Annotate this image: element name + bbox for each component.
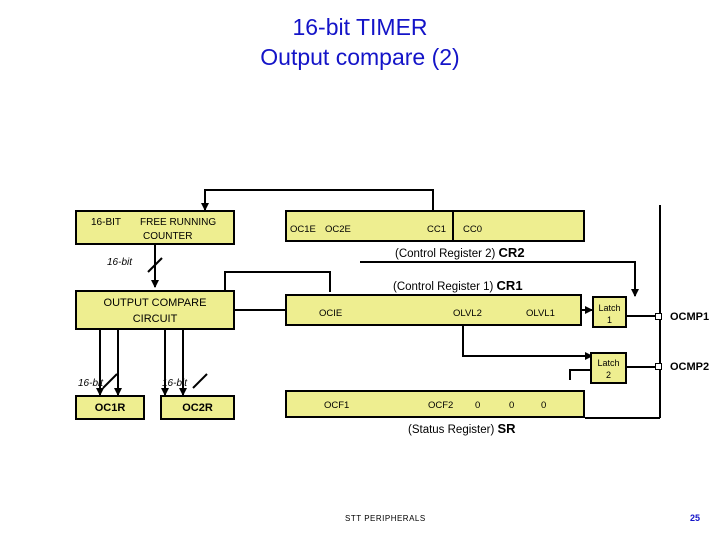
- cr2-bit-cc0: CC0: [463, 224, 483, 235]
- oc1r-register-box: OC1R: [75, 395, 145, 420]
- olvl2-to-latch2-wire: [462, 325, 593, 360]
- bus-label-right: 16-bit: [162, 378, 188, 389]
- cr1-label: (Control Register 1) CR1: [393, 278, 523, 293]
- sr-label-text: (Status Register): [408, 424, 495, 436]
- cr2-bit-oc1e: OC1E: [290, 224, 316, 235]
- sr-bit-4: 0: [509, 400, 515, 411]
- compare-line-2: CIRCUIT: [132, 313, 178, 325]
- ocmp2-pin-label: OCMP2: [670, 361, 710, 373]
- latch-1-line-1: Latch: [598, 303, 621, 313]
- compare-line-1: OUTPUT COMPARE: [103, 297, 207, 309]
- sr-label: (Status Register) SR: [408, 421, 516, 436]
- latch-1-line-2: 1: [606, 315, 612, 325]
- cr2-label-text: (Control Register 2): [395, 248, 496, 260]
- cr1-label-text: (Control Register 1): [393, 281, 494, 293]
- title-line-1: 16-bit TIMER: [292, 14, 428, 40]
- cr2-bit-cc1: CC1: [427, 224, 447, 235]
- title-line-2: Output compare (2): [260, 44, 460, 70]
- cr2-bit-oc2e: OC2E: [325, 224, 351, 235]
- cr2-abbr: CR2: [498, 245, 525, 260]
- status-register-box: OCF1 OCF2 0 0 0: [285, 390, 585, 418]
- sr-bit-ocf1: OCF1: [324, 400, 350, 411]
- cr2-bit-divider: [452, 212, 454, 240]
- bus-slash-top: [147, 257, 163, 273]
- ocmp2-pin-terminal: [655, 363, 662, 370]
- control-register-1-box: OCIE OLVL2 OLVL1: [285, 294, 582, 326]
- oc2r-register-box: OC2R: [160, 395, 235, 420]
- output-compare-circuit-box: OUTPUT COMPARE CIRCUIT: [75, 290, 235, 330]
- cr2-label: (Control Register 2) CR2: [395, 245, 525, 260]
- control-register-2-box: OC1E OC2E CC1 CC0: [285, 210, 585, 242]
- cr1-abbr: CR1: [496, 278, 523, 293]
- bus-label-left: 16-bit: [78, 378, 104, 389]
- cr2-rail-wire: [360, 261, 639, 297]
- bus-slash-left: [102, 373, 118, 389]
- bus-slash-right: [192, 373, 208, 389]
- latch-1-box: Latch 1: [592, 296, 627, 328]
- bus-label-top: 16-bit: [107, 257, 133, 268]
- cr1-bit-olvl2: OLVL2: [453, 308, 482, 319]
- free-running-counter-box: 16-BIT FREE RUNNING COUNTER: [75, 210, 235, 245]
- counter-width-label: 16-BIT: [91, 217, 122, 228]
- cr1-loop-wire: [224, 271, 331, 292]
- footer-text: STT PERIPHERALS: [345, 514, 426, 523]
- ocmp1-pin-label: OCMP1: [670, 311, 710, 323]
- counter-name-line-1: FREE RUNNING: [140, 217, 217, 228]
- sr-bit-3: 0: [541, 400, 547, 411]
- page-number: 25: [690, 513, 701, 523]
- oc2r-label: OC2R: [182, 402, 213, 414]
- oc1r-label: OC1R: [94, 402, 126, 414]
- cr2-to-counter-wire: [201, 189, 434, 211]
- sr-bit-ocf2: OCF2: [428, 400, 454, 411]
- ocmp1-pin-terminal: [655, 313, 662, 320]
- latch-2-box: Latch 2: [590, 352, 627, 384]
- latch-2-line-2: 2: [605, 370, 611, 380]
- cr1-bit-olvl1: OLVL1: [526, 308, 555, 319]
- latch2-to-sr-wire: [569, 369, 590, 380]
- sr-abbr: SR: [497, 421, 516, 436]
- latch-2-line-1: Latch: [597, 358, 620, 368]
- sr-bit-5: 0: [475, 400, 481, 411]
- cr1-bit-ocie: OCIE: [319, 308, 343, 319]
- counter-name-line-2: COUNTER: [143, 231, 193, 242]
